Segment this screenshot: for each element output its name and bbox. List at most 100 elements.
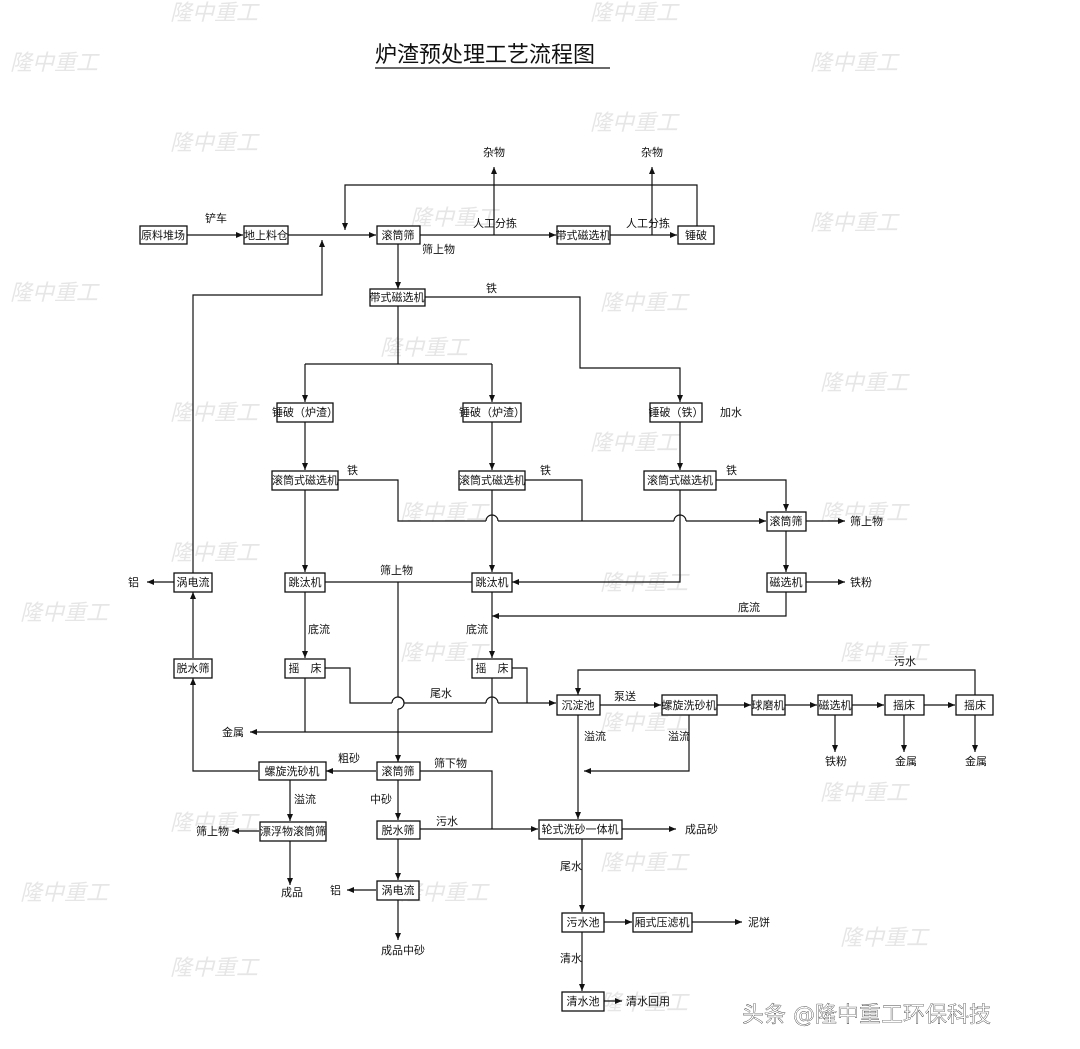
watermark: 隆中重工 bbox=[20, 601, 110, 626]
arrow-tie-chuipo-r bbox=[425, 296, 683, 402]
svg-text:球磨机: 球磨机 bbox=[752, 698, 785, 712]
svg-text:沉淀池: 沉淀池 bbox=[562, 698, 595, 712]
watermark: 隆中重工 bbox=[820, 501, 910, 526]
box-tuoshui-b: 脱水筛 bbox=[376, 820, 421, 840]
label-bengsong: 泵送 bbox=[614, 689, 636, 703]
box-gtcx-r: 滚筒式磁选机 bbox=[643, 470, 717, 491]
svg-text:滚筒式磁选机: 滚筒式磁选机 bbox=[459, 473, 525, 487]
svg-text:带式磁选机: 带式磁选机 bbox=[556, 228, 611, 242]
watermark: 隆中重工 bbox=[810, 211, 900, 236]
label-chengpinsha: 成品砂 bbox=[685, 823, 718, 836]
svg-text:摇床: 摇床 bbox=[893, 698, 915, 712]
label-tiefen-r: 铁粉 bbox=[850, 576, 872, 589]
svg-text:螺旋洗砂机: 螺旋洗砂机 bbox=[662, 698, 717, 712]
svg-text:锤破（炉渣）: 锤破（炉渣） bbox=[272, 405, 338, 419]
svg-text:脱水筛: 脱水筛 bbox=[177, 661, 210, 675]
label-yiliu-luoxuan: 溢流 bbox=[668, 729, 690, 743]
svg-text:跳汰机: 跳汰机 bbox=[289, 575, 322, 589]
box-daishi-2: 带式磁选机 bbox=[369, 288, 426, 307]
svg-text:漂浮物滚筒筛: 漂浮物滚筒筛 bbox=[260, 824, 326, 838]
svg-text:磁选机: 磁选机 bbox=[770, 575, 803, 589]
box-xiangshi: 厢式压滤机 bbox=[632, 912, 693, 933]
box-chuipo-m: 锤破（炉渣） bbox=[459, 402, 525, 423]
label-jinshu-b1: 金属 bbox=[895, 754, 917, 768]
svg-text:涡电流: 涡电流 bbox=[382, 883, 415, 897]
label-yiliu-chendian: 溢流 bbox=[584, 729, 606, 743]
svg-text:磁选机: 磁选机 bbox=[819, 698, 852, 712]
svg-text:滚筒筛: 滚筒筛 bbox=[382, 228, 415, 242]
svg-text:轮式洗砂一体机: 轮式洗砂一体机 bbox=[542, 822, 619, 836]
box-cixuan-b: 磁选机 bbox=[817, 694, 853, 716]
watermark: 隆中重工 bbox=[170, 1, 260, 26]
label-shaishangwu-r: 筛上物 bbox=[850, 514, 883, 528]
box-gtcx-m: 滚筒式磁选机 bbox=[458, 470, 526, 491]
watermark: 隆中重工 bbox=[170, 401, 260, 426]
box-tuoshui-l: 脱水筛 bbox=[173, 658, 213, 679]
box-luoxuan-l: 螺旋洗砂机 bbox=[258, 761, 327, 781]
svg-text:脱水筛: 脱水筛 bbox=[382, 823, 415, 837]
svg-text:地上料仓: 地上料仓 bbox=[244, 228, 288, 242]
box-gtcx-l: 滚筒式磁选机 bbox=[271, 470, 339, 491]
watermark: 隆中重工 bbox=[170, 956, 260, 981]
box-dishang: 地上料仓 bbox=[243, 225, 289, 245]
watermark: 隆中重工 bbox=[10, 51, 100, 76]
label-shaishangwu-l: 筛上物 bbox=[196, 824, 229, 838]
label-chengpin: 成品 bbox=[281, 886, 303, 899]
label-jinshu-b2: 金属 bbox=[965, 754, 987, 768]
page-title: 炉渣预处理工艺流程图 bbox=[375, 43, 595, 68]
svg-text:滚筒筛: 滚筒筛 bbox=[382, 764, 415, 778]
label-zawu-left: 杂物 bbox=[483, 145, 505, 159]
label-lv-l: 铝 bbox=[128, 575, 139, 589]
svg-text:清水池: 清水池 bbox=[567, 995, 600, 1008]
box-tiaotai-m: 跳汰机 bbox=[471, 572, 513, 593]
arrow-chuipo-return bbox=[342, 184, 698, 230]
credit-text: 头条 @隆中重工环保科技 bbox=[742, 1003, 991, 1028]
box-chuipo-r: 锤破（铁） bbox=[649, 402, 704, 423]
label-weishui-b: 尾水 bbox=[560, 860, 582, 873]
box-wodian-b: 涡电流 bbox=[376, 880, 420, 901]
box-wodian-l: 涡电流 bbox=[173, 572, 213, 593]
watermark: 隆中重工 bbox=[170, 541, 260, 566]
box-yaochuang-m: 摇 床 bbox=[471, 658, 513, 679]
watermark: 隆中重工 bbox=[600, 851, 690, 876]
svg-text:锤破（炉渣）: 锤破（炉渣） bbox=[459, 405, 525, 419]
svg-text:涡电流: 涡电流 bbox=[177, 575, 210, 589]
label-weishui-mid: 尾水 bbox=[430, 687, 452, 700]
label-tie-r: 铁 bbox=[726, 464, 737, 477]
svg-text:带式磁选机: 带式磁选机 bbox=[370, 290, 425, 304]
box-chuipo-l: 锤破（炉渣） bbox=[272, 402, 338, 423]
label-diliu-r: 底流 bbox=[738, 600, 760, 614]
svg-text:滚筒式磁选机: 滚筒式磁选机 bbox=[272, 473, 338, 487]
box-chendian: 沉淀池 bbox=[556, 694, 601, 716]
box-chuipo-top: 锤破 bbox=[677, 225, 715, 245]
watermark: 隆中重工 bbox=[380, 336, 470, 361]
label-tiefen-b: 铁粉 bbox=[825, 755, 847, 768]
label-wushui-top: 污水 bbox=[894, 655, 916, 668]
label-nibing: 泥饼 bbox=[748, 915, 770, 929]
label-chengpin-zhongsha: 成品中砂 bbox=[381, 944, 425, 957]
watermark: 隆中重工 bbox=[590, 431, 680, 456]
label-jiashui: 加水 bbox=[720, 406, 742, 419]
label-shaishangwu-mid: 筛上物 bbox=[380, 563, 413, 577]
box-gunto-b: 滚筒筛 bbox=[376, 761, 421, 781]
watermark: 隆中重工 bbox=[600, 291, 690, 316]
svg-text:锤破: 锤破 bbox=[685, 228, 707, 242]
label-lv-b: 铝 bbox=[330, 883, 341, 897]
box-cixuan-r: 磁选机 bbox=[766, 572, 807, 593]
box-gunto-top: 滚筒筛 bbox=[376, 225, 421, 245]
box-wushuichi: 污水池 bbox=[561, 912, 605, 933]
box-luoxuan-r: 螺旋洗砂机 bbox=[661, 694, 718, 716]
label-cusha: 粗砂 bbox=[338, 752, 360, 765]
watermark: 隆中重工 bbox=[170, 131, 260, 156]
label-yiliu-l: 溢流 bbox=[294, 792, 316, 806]
label-tie-l: 铁 bbox=[347, 464, 358, 477]
label-qingshui: 清水 bbox=[560, 952, 582, 965]
label-shaixiawu: 筛下物 bbox=[434, 756, 467, 770]
box-qingshuichi: 清水池 bbox=[561, 991, 605, 1012]
watermark: 隆中重工 bbox=[840, 926, 930, 951]
box-daishi-top: 带式磁选机 bbox=[556, 225, 611, 245]
watermark: 隆中重工 bbox=[600, 571, 690, 596]
watermark: 隆中重工 bbox=[590, 1, 680, 26]
label-qingshui-huiyong: 清水回用 bbox=[626, 995, 670, 1008]
